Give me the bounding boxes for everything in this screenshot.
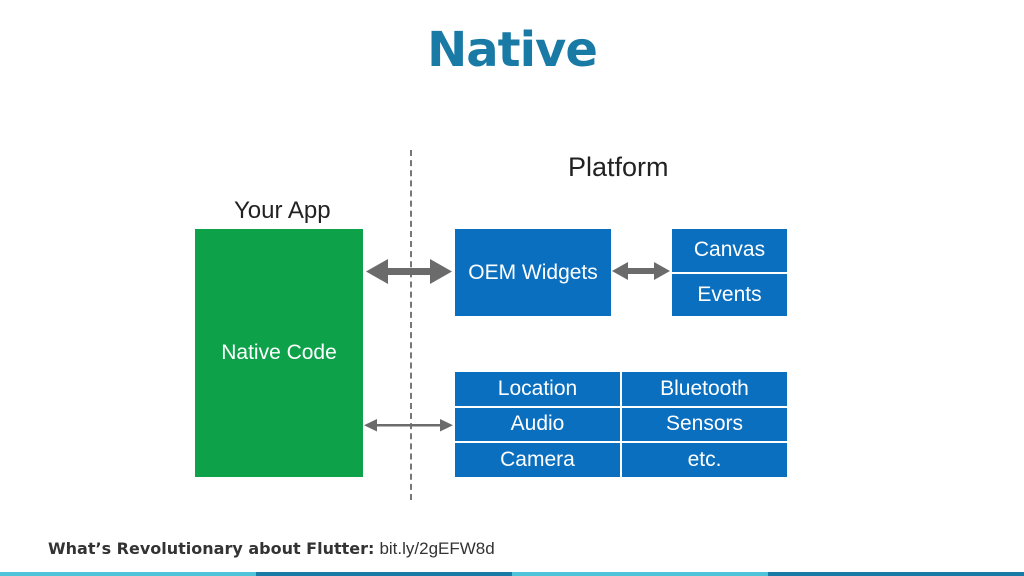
service-location: Location [455, 372, 620, 406]
reference-link[interactable]: bit.ly/2gEFW8d [379, 539, 495, 558]
canvas-box: Canvas [672, 229, 787, 272]
accent-segment-3 [512, 572, 768, 576]
accent-segment-4 [768, 572, 1024, 576]
reference-footer: What’s Revolutionary about Flutter: bit.… [48, 538, 495, 559]
native-services-arrow [364, 419, 453, 432]
native-code-box: Native Code [195, 229, 363, 477]
slide-title: Native [427, 22, 598, 78]
accent-segment-1 [0, 572, 256, 576]
service-etc: etc. [622, 443, 787, 477]
native-oem-arrow [366, 259, 452, 284]
service-sensors: Sensors [622, 407, 787, 442]
canvas-events-stack: Canvas Events [672, 229, 787, 316]
platform-services-grid: Location Bluetooth Audio Sensors Camera … [455, 372, 787, 477]
your-app-label: Your App [234, 197, 331, 224]
bottom-accent-bar [0, 572, 1024, 576]
native-code-label: Native Code [221, 341, 337, 364]
service-camera: Camera [455, 443, 620, 477]
platform-label: Platform [568, 152, 669, 182]
events-box: Events [672, 273, 787, 316]
service-bluetooth: Bluetooth [622, 372, 787, 406]
oem-widgets-box: OEM Widgets [455, 229, 611, 316]
service-audio: Audio [455, 407, 620, 442]
app-platform-divider [410, 150, 412, 500]
oem-widgets-label: OEM Widgets [468, 260, 598, 284]
reference-label: What’s Revolutionary about Flutter: [48, 539, 375, 558]
oem-canvas-arrow [612, 262, 670, 280]
accent-segment-2 [256, 572, 512, 576]
